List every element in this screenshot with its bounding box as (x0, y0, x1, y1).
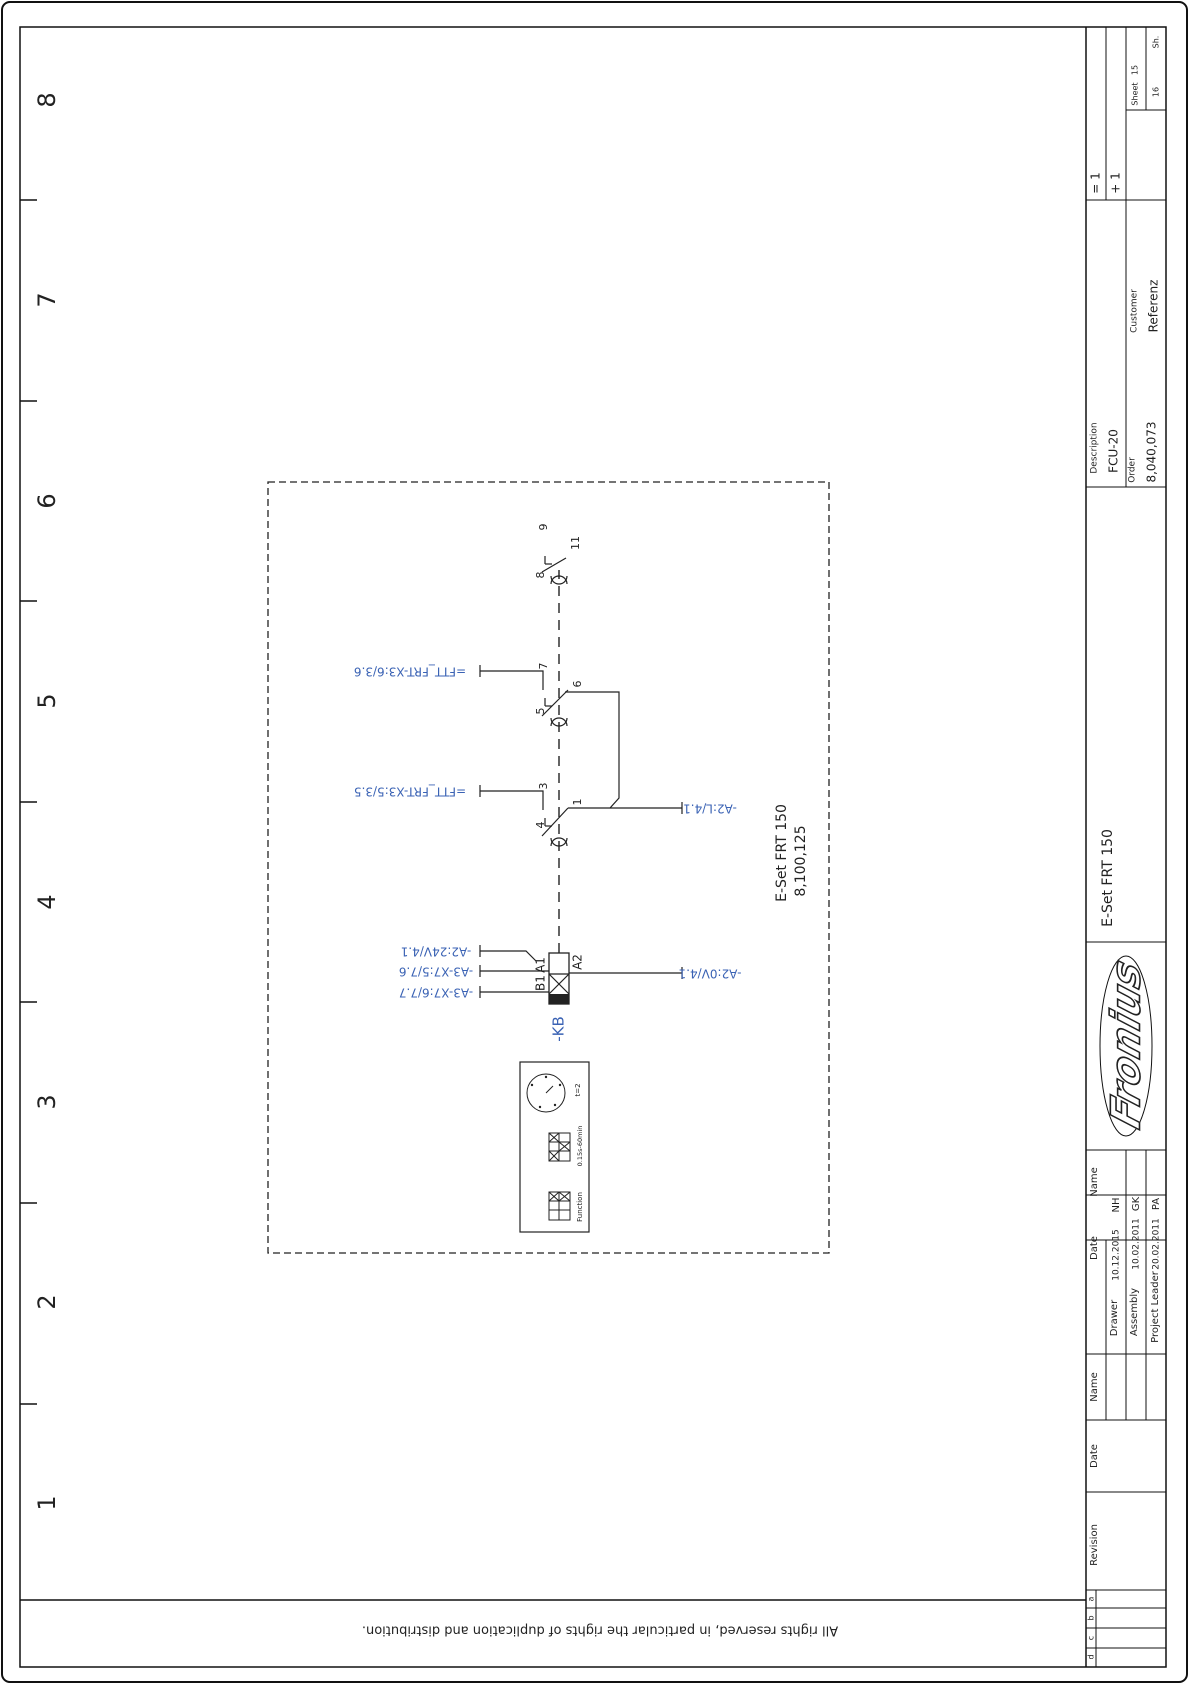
revision-name-header: Name (1089, 1372, 1100, 1402)
terminal-11: 11 (569, 536, 582, 550)
revision-row-a: a (1087, 1596, 1096, 1601)
ref-a2-0v: -A2:0V/4.1 (679, 967, 742, 981)
terminal-9: 9 (537, 524, 550, 531)
sheet-value: 15 (1131, 65, 1140, 75)
contact-6-7 (479, 665, 569, 727)
plus-designation: + 1 (1109, 172, 1123, 194)
terminal-3: 3 (537, 783, 550, 790)
sheet-inner-frame (19, 26, 1167, 1668)
zone-number-8: 8 (33, 92, 61, 107)
circuit-diagram: t=2 0.15s-60min Function (267, 481, 830, 1254)
staff-date-header: Date (1089, 1236, 1100, 1260)
description-value: FCU-20 (1107, 429, 1121, 473)
ref-a3-x7-6: -A3-X7:6/7.7 (399, 986, 473, 1000)
relay-coil-kb (548, 952, 570, 1005)
staff-date-project-leader: 20.02.2011 (1152, 1218, 1162, 1270)
coil-a2-label: A2 (571, 954, 585, 970)
staff-role-assembly: Assembly (1129, 1288, 1140, 1336)
zone-number-2: 2 (33, 1294, 61, 1309)
zone-number-1: 1 (33, 1495, 61, 1510)
contact-9-11 (541, 556, 568, 585)
zone-number-7: 7 (33, 292, 61, 307)
staff-name-header: Name (1089, 1167, 1100, 1197)
timer-dial-icon (526, 1073, 566, 1113)
customer-value: Referenz (1147, 280, 1161, 333)
ref-a3-x7-5: -A3-X7:5/7.6 (399, 965, 473, 979)
zone-number-3: 3 (33, 1094, 61, 1109)
timer-function-label: Function (576, 1192, 584, 1222)
function-dip-switch (548, 1191, 571, 1221)
ref-a2-l: -A2:L/4.1 (683, 802, 737, 816)
customer-label: Customer (1130, 289, 1140, 333)
staff-role-drawer: Drawer (1109, 1299, 1120, 1336)
zone-number-6: 6 (33, 493, 61, 508)
revision-header: Revision (1089, 1524, 1100, 1566)
title-block (1085, 27, 1167, 1667)
order-label: Order (1128, 457, 1138, 483)
terminal-1: 1 (571, 799, 584, 806)
coil-b1-label: B1 (534, 975, 548, 991)
revision-date-header: Date (1089, 1444, 1100, 1468)
terminal-7: 7 (537, 663, 550, 670)
terminal-8: 8 (534, 572, 547, 579)
zone-number-5: 5 (33, 693, 61, 708)
fronius-logo: Fronius (1103, 954, 1150, 1134)
relay-tag: -KB (550, 1016, 568, 1042)
timer-range-label: 0.15s-60min (576, 1126, 584, 1167)
staff-role-project-leader: Project Leader (1150, 1270, 1161, 1343)
coil-wiring (479, 945, 683, 998)
zone-grid (20, 199, 37, 1405)
ref-a2-24v: -A2:24V/4.1 (401, 945, 472, 959)
timer-module: t=2 0.15s-60min Function (519, 1061, 590, 1233)
description-label: Description (1090, 422, 1100, 473)
order-value: 8,040,073 (1145, 421, 1159, 482)
staff-date-drawer: 10.12.2015 (1112, 1229, 1122, 1281)
range-dip-switch (548, 1132, 571, 1162)
equals-designation: = 1 (1089, 172, 1103, 194)
contact-1-3 (479, 691, 683, 847)
rights-notice: All rights reserved, in particular the r… (362, 1623, 838, 1638)
staff-name-drawer: NH (1111, 1198, 1122, 1213)
fronius-logo-frame (1099, 955, 1153, 1137)
zone-number-4: 4 (33, 894, 61, 909)
ref-ftt-35: =FTT_FRT-X3:5/3.5 (354, 785, 466, 799)
terminal-6: 6 (571, 681, 584, 688)
eset-name: E-Set FRT 150 (774, 804, 790, 902)
sheet-label: Sheet (1131, 82, 1140, 105)
timer-t-label: t=2 (574, 1083, 582, 1096)
staff-date-assembly: 10.02.2011 (1132, 1218, 1142, 1270)
sheets-value: 16 (1152, 87, 1161, 97)
eset-number: 8,100,125 (793, 825, 809, 896)
coil-a1-label: A1 (534, 957, 548, 973)
staff-name-assembly: GK (1131, 1196, 1142, 1211)
ref-ftt-36: =FTT_FRT-X3:6/3.6 (354, 665, 466, 679)
eset-enclosure (267, 481, 830, 1254)
revision-row-c: c (1087, 1636, 1096, 1640)
terminal-5: 5 (534, 708, 547, 715)
sheets-label: Sh. (1152, 36, 1161, 49)
terminal-4-a: 4 (534, 822, 547, 829)
revision-row-d: d (1087, 1654, 1096, 1659)
revision-row-b: b (1087, 1615, 1096, 1620)
title-block-text: Revision Date Name a b c d Date Name Dra… (1087, 36, 1163, 1660)
drawing-title: E-Set FRT 150 (1100, 829, 1116, 927)
staff-name-project-leader: PA (1151, 1198, 1162, 1210)
